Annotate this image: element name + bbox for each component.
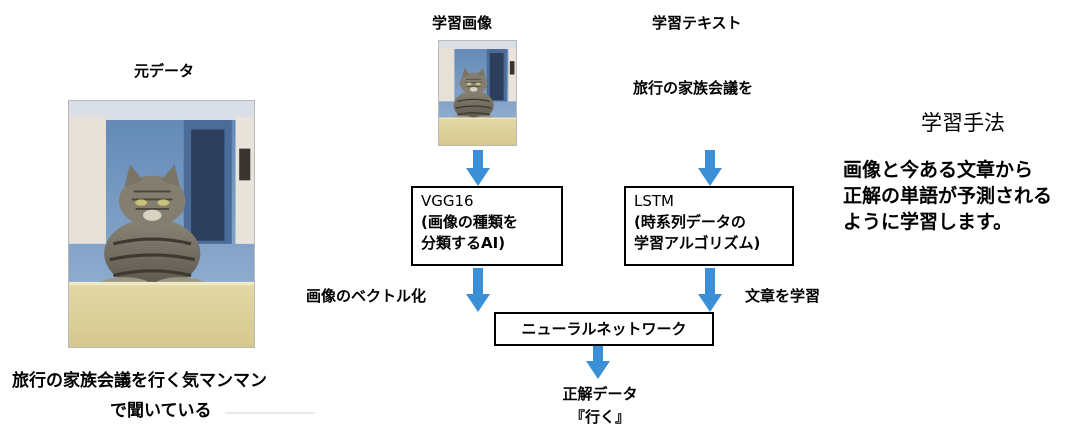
- vgg16-box-title: VGG16: [421, 192, 474, 210]
- original-cat-photo: [68, 100, 255, 348]
- vgg16-box: VGG16 (画像の種類を 分類するAI): [411, 186, 563, 266]
- method-line3: ように学習します。: [843, 211, 1013, 233]
- vgg16-box-desc-line2: 分類するAI): [421, 234, 506, 252]
- original-caption-line1: 旅行の家族会議を行く気マンマン: [12, 371, 267, 391]
- training-image-title: 学習画像: [432, 14, 493, 32]
- lstm-box: LSTM (時系列データの 学習アルゴリズム): [624, 186, 794, 266]
- neural-network-label: ニューラルネットワーク: [521, 320, 687, 338]
- caption-underline-fragment: [225, 412, 315, 414]
- training-text-sample: 旅行の家族会議を: [633, 79, 754, 97]
- left-edge-label: 画像のベクトル化: [306, 287, 427, 305]
- arrow-down-icon: [466, 268, 490, 312]
- method-title: 学習手法: [921, 111, 1005, 135]
- lstm-box-title: LSTM: [634, 192, 674, 210]
- arrow-down-icon: [698, 268, 722, 312]
- arrow-down-icon: [466, 150, 490, 186]
- original-data-title: 元データ: [134, 62, 195, 80]
- lstm-box-desc-line2: 学習アルゴリズム): [634, 234, 761, 252]
- vgg16-box-desc-line1: (画像の種類を: [421, 213, 518, 231]
- method-line1: 画像と今ある文章から: [843, 159, 1034, 181]
- output-word: 『行く』: [569, 408, 630, 426]
- right-edge-label: 文章を学習: [745, 287, 821, 305]
- neural-network-box: ニューラルネットワーク: [494, 312, 714, 346]
- lstm-box-desc-line1: (時系列データの: [634, 213, 746, 231]
- training-text-title: 学習テキスト: [652, 14, 742, 32]
- output-title: 正解データ: [562, 385, 638, 403]
- method-line2: 正解の単語が予測される: [843, 185, 1053, 207]
- arrow-down-icon: [698, 150, 722, 186]
- arrow-down-icon: [586, 345, 610, 379]
- training-cat-photo: [438, 40, 517, 146]
- original-caption-line2: で聞いている: [110, 401, 212, 421]
